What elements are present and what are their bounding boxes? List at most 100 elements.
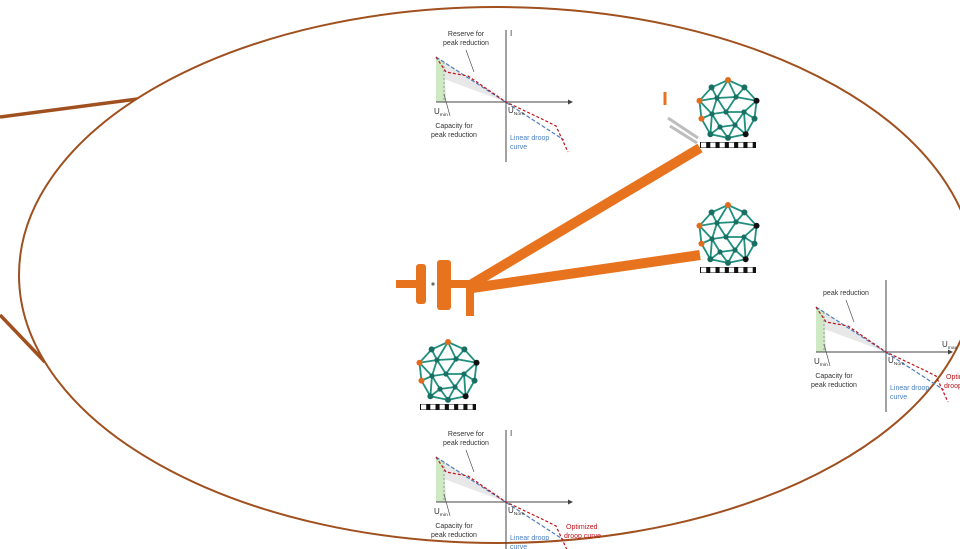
unom-label: UNom [508,506,524,517]
network-edge [698,225,713,240]
network-edge [698,225,703,244]
microgrid-network-icon[interactable] [416,339,480,410]
network-bus-cell [710,142,716,148]
network-edge [735,221,757,227]
network-edge [711,204,729,214]
network-node [452,384,458,390]
network-node [708,84,715,91]
network-node [443,371,449,377]
feeder-line-stub-2 [669,124,698,145]
network-edge [725,111,736,126]
network-edge [710,133,729,139]
network-node [751,115,758,122]
network-node [732,247,738,253]
network-bus-cell [747,267,753,273]
network-bus-cell [448,404,455,410]
microgrid-network-icon[interactable] [696,77,760,148]
network-edge [711,97,718,115]
network-edge [420,380,432,397]
network-edge [710,258,729,264]
network-edge [725,221,737,238]
network-node [709,236,715,242]
network-edge [716,97,727,113]
network-edge [698,86,713,102]
network-edge [418,348,433,364]
network-bus-bar [700,142,756,148]
network-edge [743,211,758,227]
network-bus-cell [738,267,744,273]
network-edge [716,221,737,224]
network-node [725,202,731,208]
capacity-label: Capacity for [435,523,473,530]
u-axis-arrow [568,499,573,505]
umin-label: Umin [814,357,828,368]
capacity-leader [443,493,451,517]
capacity-leader [443,93,451,117]
network-edge [455,358,477,364]
reserve-label: peak reduction [823,290,869,297]
network-node [741,84,748,91]
network-edge [734,111,745,126]
network-edge [447,341,465,351]
network-edge [725,96,737,113]
u-axis-arrow [568,99,573,105]
network-edge [725,236,736,251]
umax-label: Umax [942,340,958,351]
network-edge [464,380,476,397]
network-bus-cell [430,404,436,410]
network-edge [447,341,457,360]
network-bus-cell [710,267,716,273]
network-edge [700,118,712,135]
network-edge [727,133,746,139]
capacity-area [436,457,446,502]
i-axis-label: I [510,29,512,38]
network-bus-cell [719,267,725,273]
network-edge [716,79,729,99]
network-edge [447,395,466,401]
network-node [462,393,469,400]
reserve-label: Reserve for [448,431,485,438]
unom-label: UNom [888,356,904,367]
network-edge [431,359,438,377]
reserve-leader [465,449,475,473]
feeder-line-top [469,143,703,289]
reserve-label: peak reduction [443,440,489,447]
network-bus-cell [421,404,427,410]
network-bus-cell [701,267,707,273]
reserve-leader [845,299,855,323]
callout-line-bottom [0,313,47,364]
network-node [473,359,480,366]
network-edge [430,395,449,401]
capacity-label: Capacity for [815,373,853,380]
capacity-label: peak reduction [431,532,477,539]
network-node [461,371,467,377]
network-edge [473,362,478,381]
unom-label: UNom [508,106,524,117]
capacity-area [816,307,826,352]
network-edge [734,236,745,251]
microgrid-network-icon[interactable] [696,202,760,273]
network-bus-cell [719,142,725,148]
network-edge [716,222,727,238]
network-edge [418,362,423,381]
network-edge [418,362,433,377]
network-node [707,256,714,263]
network-edge [436,359,447,375]
network-edge [744,243,756,260]
linear-droop-label: curve [510,144,527,151]
network-edge [436,341,449,361]
network-node [717,124,723,130]
network-edge [727,204,737,223]
network-node [437,386,443,392]
network-edge [463,373,467,397]
network-edge [727,258,746,264]
umin-label: Umin [434,507,448,518]
network-node [742,131,749,138]
network-edge [727,79,745,89]
network-bus-bar [420,404,476,410]
network-edge [445,373,456,388]
capacity-label: peak reduction [811,382,857,389]
capacity-leader [823,343,831,367]
